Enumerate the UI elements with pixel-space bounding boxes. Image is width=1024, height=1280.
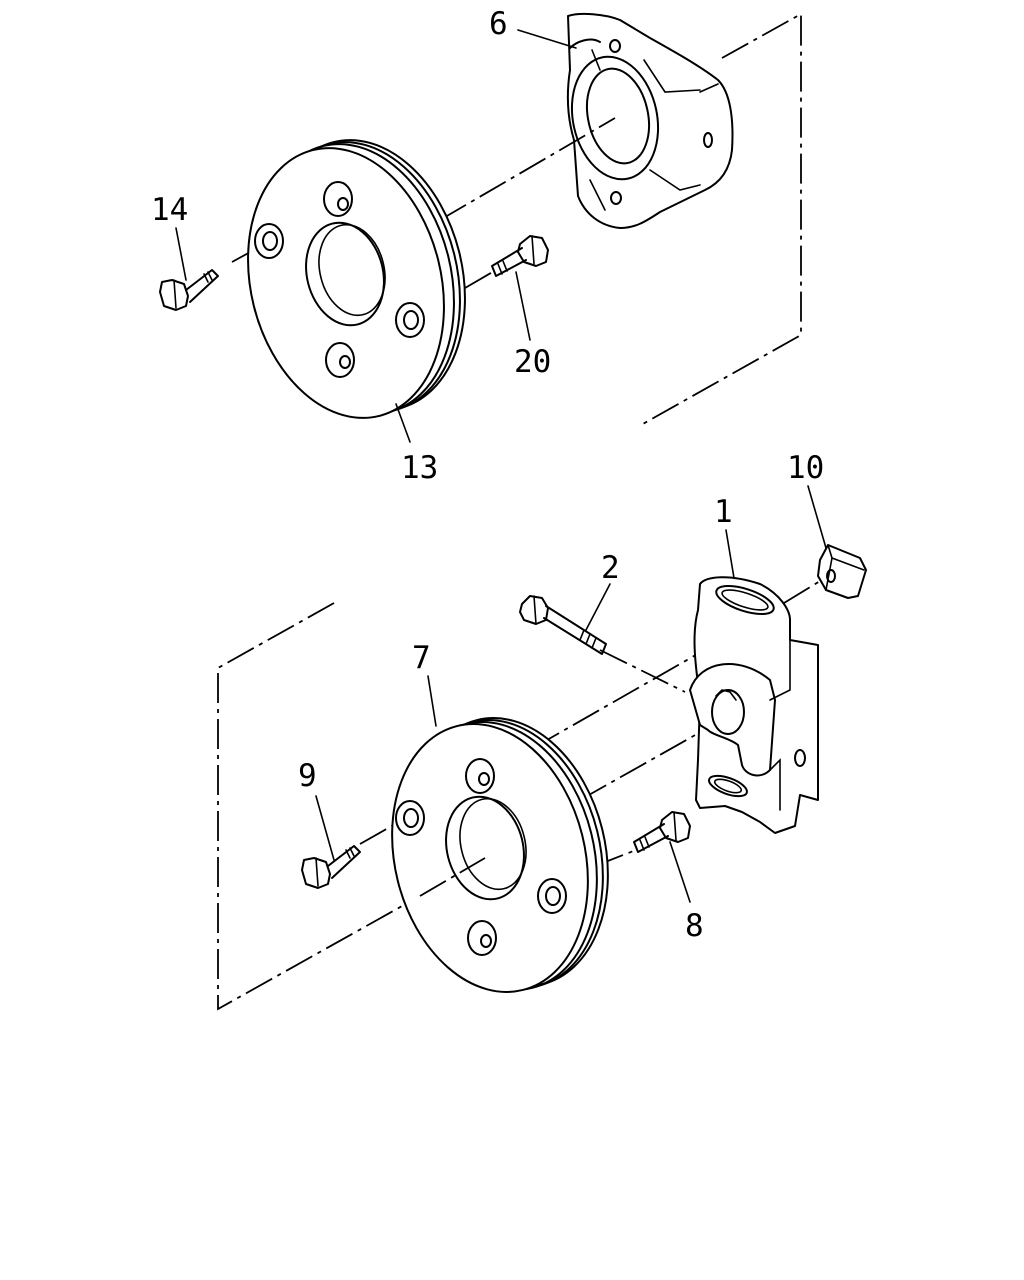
part-20-bolt xyxy=(491,235,549,277)
callout-9: 9 xyxy=(298,758,317,794)
callout-13: 13 xyxy=(401,450,438,486)
part-10-nut xyxy=(817,544,867,599)
callout-2: 2 xyxy=(601,550,620,586)
lower-assembly: 1 10 2 7 9 8 xyxy=(217,450,867,1011)
callout-10: 10 xyxy=(787,450,824,486)
callout-6: 6 xyxy=(489,6,508,42)
part-6-bracket xyxy=(566,12,734,229)
part-13-disc xyxy=(247,139,466,419)
part-9-bolt xyxy=(301,845,361,889)
callout-7: 7 xyxy=(412,640,431,676)
part-14-bolt xyxy=(159,269,219,311)
callout-1: 1 xyxy=(714,494,733,530)
callout-14: 14 xyxy=(151,192,188,228)
upper-frame-lines xyxy=(640,12,802,426)
upper-assembly: 6 14 20 13 xyxy=(151,6,802,486)
lower-frame-lines xyxy=(217,602,421,1011)
part-1-clamp xyxy=(689,576,819,834)
part-2-long-bolt xyxy=(519,595,607,655)
part-8-bolt xyxy=(633,811,691,853)
callout-8: 8 xyxy=(685,908,704,944)
callout-20: 20 xyxy=(514,344,551,380)
part-7-disc xyxy=(391,717,609,993)
